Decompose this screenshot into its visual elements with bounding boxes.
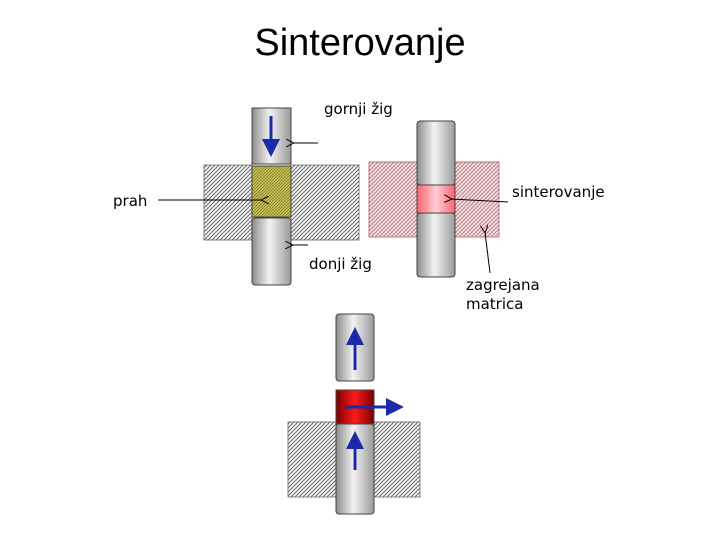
stage-ejection xyxy=(287,313,421,515)
label-powder: prah xyxy=(113,192,148,210)
die-left-3 xyxy=(287,421,337,498)
sintered-part-hot xyxy=(416,184,456,214)
die-right xyxy=(290,164,360,241)
heated-die-left xyxy=(368,161,418,238)
powder-fill xyxy=(251,165,292,218)
stage-sintering xyxy=(368,120,509,278)
label-sintering: sinterovanje xyxy=(512,183,605,201)
lower-punch-2 xyxy=(416,212,456,278)
page-title: Sinterovanje xyxy=(254,22,466,64)
sintering-pointer xyxy=(451,199,509,202)
lower-punch xyxy=(251,217,292,286)
label-heated-die-2: matrica xyxy=(466,295,524,313)
label-upper-punch: gornji žig xyxy=(324,100,393,118)
label-heated-die-1: zagrejana xyxy=(466,276,540,294)
stage-compaction xyxy=(158,107,360,286)
die-left xyxy=(203,164,253,241)
upper-punch-2 xyxy=(416,120,456,186)
label-lower-punch: donji žig xyxy=(309,255,372,273)
heated-die-pointer xyxy=(485,232,491,274)
die-right-3 xyxy=(373,421,421,498)
